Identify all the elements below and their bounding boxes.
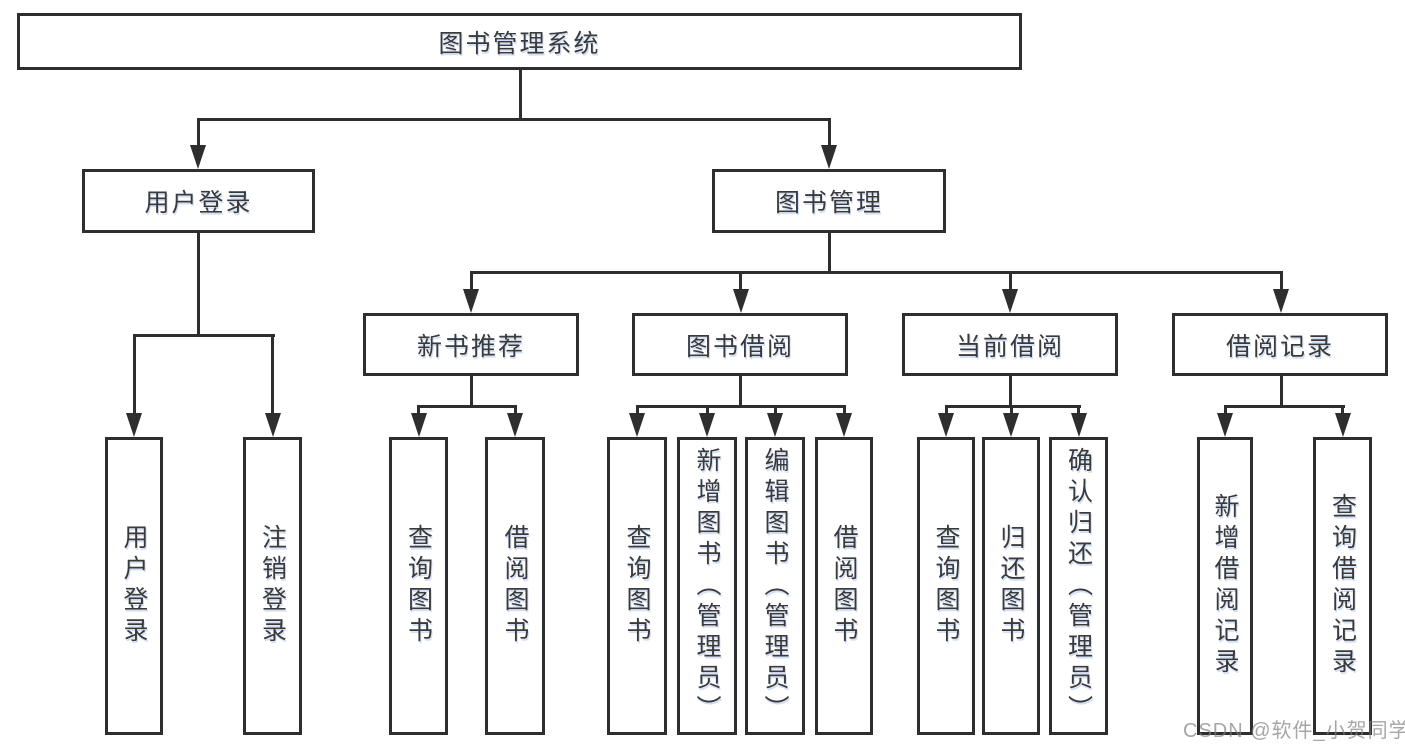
node-label: 编辑图书（管理员） — [761, 446, 789, 726]
leaf-query-book-recommend: 查询图书 — [389, 437, 448, 735]
leaf-query-borrow-record: 查询借阅记录 — [1313, 437, 1372, 735]
connector-line — [1077, 407, 1080, 415]
connector-line — [1279, 273, 1283, 291]
node-label: 确认归还（管理员） — [1064, 446, 1093, 726]
connector-line — [469, 273, 473, 291]
connector-line — [469, 270, 1283, 274]
arrowhead-down-icon — [836, 413, 852, 437]
node-label: 新增借阅记录 — [1211, 493, 1239, 679]
node-label: 借阅图书 — [501, 524, 529, 648]
node-label: 新书推荐 — [416, 332, 525, 361]
connector-line — [1223, 404, 1345, 408]
node-user-login: 用户登录 — [82, 169, 315, 233]
node-label: 图书管理 — [774, 189, 883, 217]
node-label: 注销登录 — [258, 524, 287, 648]
connector-line — [518, 70, 522, 120]
connector-line — [132, 336, 136, 415]
node-new-book-recommend: 新书推荐 — [363, 313, 579, 376]
node-label: 用户登录 — [144, 189, 253, 217]
connector-line — [842, 407, 846, 415]
leaf-borrow-book-recommend: 借阅图书 — [485, 437, 545, 735]
connector-line — [739, 376, 742, 407]
arrowhead-down-icon — [1003, 413, 1019, 437]
connector-line — [271, 336, 274, 415]
connector-line — [635, 404, 846, 408]
connector-line — [705, 407, 709, 415]
connector-line — [944, 404, 1081, 408]
connector-line — [1223, 407, 1227, 415]
connector-line — [827, 233, 831, 273]
connector-line — [1008, 273, 1012, 291]
arrowhead-down-icon — [1217, 413, 1233, 437]
node-borrow-records: 借阅记录 — [1172, 313, 1388, 376]
connector-line — [827, 120, 831, 147]
node-label: 归还图书 — [997, 524, 1025, 648]
leaf-user-login: 用户登录 — [105, 437, 163, 735]
node-label: 查询图书 — [404, 524, 433, 648]
node-label: 图书管理系统 — [438, 29, 601, 58]
node-label: 图书借阅 — [685, 332, 794, 361]
leaf-logout: 注销登录 — [243, 437, 302, 735]
arrowhead-down-icon — [732, 289, 749, 313]
arrowhead-down-icon — [190, 145, 206, 169]
arrowhead-down-icon — [767, 413, 783, 437]
leaf-add-borrow-record: 新增借阅记录 — [1197, 437, 1253, 735]
node-label: 查询借阅记录 — [1328, 493, 1357, 679]
connector-line — [773, 407, 777, 415]
arrowhead-down-icon — [1273, 289, 1289, 313]
node-label: 用户登录 — [120, 524, 148, 648]
arrowhead-down-icon — [1334, 413, 1351, 437]
arrowhead-down-icon — [126, 413, 142, 437]
arrowhead-down-icon — [821, 145, 837, 169]
connector-line — [196, 117, 831, 121]
node-label: 借阅图书 — [830, 524, 858, 648]
arrowhead-down-icon — [699, 413, 715, 437]
connector-line — [513, 407, 517, 415]
connector-line — [1009, 407, 1013, 415]
node-library-system: 图书管理系统 — [17, 13, 1022, 70]
connector-line — [132, 333, 275, 337]
arrowhead-down-icon — [1002, 289, 1018, 313]
connector-line — [944, 407, 948, 415]
leaf-confirm-return-admin: 确认归还（管理员） — [1049, 437, 1108, 735]
arrowhead-down-icon — [264, 413, 281, 437]
node-book-borrow: 图书借阅 — [632, 313, 848, 376]
node-label: 借阅记录 — [1225, 332, 1334, 361]
leaf-query-book-borrow: 查询图书 — [607, 437, 667, 735]
node-label: 查询图书 — [932, 524, 960, 648]
arrowhead-down-icon — [507, 413, 523, 437]
leaf-edit-book-admin: 编辑图书（管理员） — [745, 437, 805, 735]
leaf-query-book-current: 查询图书 — [917, 437, 975, 735]
node-label: 新增图书（管理员） — [693, 446, 721, 726]
connector-line — [417, 404, 517, 408]
leaf-add-book-admin: 新增图书（管理员） — [677, 437, 737, 735]
leaf-return-book: 归还图书 — [982, 437, 1040, 735]
connector-line — [196, 233, 200, 336]
arrowhead-down-icon — [410, 413, 427, 437]
connector-line — [196, 120, 200, 147]
connector-line — [635, 407, 639, 415]
arrowhead-down-icon — [1070, 413, 1087, 437]
arrowhead-down-icon — [463, 289, 479, 313]
connector-line — [739, 273, 742, 291]
node-label: 查询图书 — [623, 524, 651, 648]
arrowhead-down-icon — [938, 413, 954, 437]
node-current-borrow: 当前借阅 — [902, 313, 1118, 376]
connector-line — [1008, 376, 1012, 407]
connector-line — [469, 376, 473, 407]
arrowhead-down-icon — [629, 413, 645, 437]
connector-line — [1341, 407, 1344, 415]
leaf-borrow-book: 借阅图书 — [815, 437, 873, 735]
connector-line — [417, 407, 420, 415]
csdn-watermark: CSDN @软件_小贺同学 — [1183, 720, 1405, 742]
node-label: 当前借阅 — [955, 332, 1064, 361]
connector-line — [1279, 376, 1283, 407]
node-book-management: 图书管理 — [712, 169, 946, 233]
